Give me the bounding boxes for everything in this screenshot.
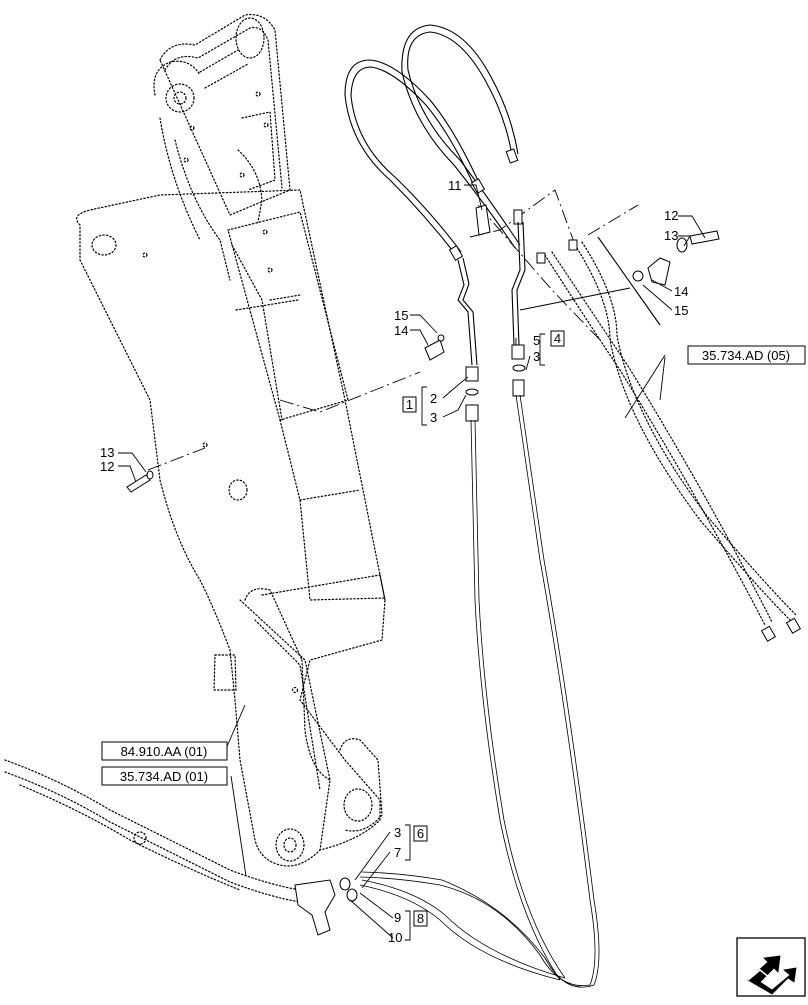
callout-3-right: 3 [533, 349, 540, 364]
callout-13-top-right: 13 [664, 228, 678, 243]
pipe-fitting [465, 404, 479, 422]
clamp [647, 257, 671, 286]
next-page-arrow-icon[interactable] [736, 937, 806, 997]
right-lines [519, 236, 802, 642]
callout-14-top-right: 14 [674, 284, 688, 299]
reference-boxes: 84.910.AA (01) 35.734.AD (01) 35.734.AD … [101, 345, 806, 786]
callout-14-mid: 14 [394, 323, 408, 338]
callout-7: 7 [394, 845, 401, 860]
kit-box-6[interactable] [413, 825, 428, 842]
line-fitting [568, 239, 578, 251]
hydraulic-hoses [344, 24, 600, 988]
nut [632, 270, 644, 282]
ref-box-boom[interactable] [101, 741, 228, 761]
bottom-left-lines [4, 759, 358, 936]
centerlines [147, 189, 639, 471]
adapter [346, 888, 358, 902]
bolt-left [126, 470, 154, 493]
nut [437, 334, 445, 342]
callout-3-bottom: 3 [394, 825, 401, 840]
pipe-fitting [511, 344, 525, 360]
adapter [339, 877, 351, 891]
boom-arm [76, 13, 386, 867]
bolt [126, 474, 151, 493]
washer [146, 470, 154, 480]
o-ring [512, 364, 526, 372]
tee-fitting [294, 879, 336, 936]
callout-12-top-right: 12 [664, 208, 678, 223]
callout-2: 2 [430, 391, 437, 406]
ref-box-lines-right[interactable] [687, 345, 806, 365]
ref-lines-right[interactable]: 35.734.AD (05) [702, 348, 790, 363]
callout-10: 10 [388, 930, 402, 945]
callout-11: 11 [448, 178, 462, 193]
kit-boxes: 1 4 6 8 [402, 330, 565, 927]
hose-fitting [470, 178, 486, 194]
clamp [424, 339, 445, 361]
hose-clamp-block [475, 204, 491, 236]
callout-15-mid: 15 [394, 308, 408, 323]
callout-5: 5 [533, 333, 540, 348]
line-end-fitting [785, 617, 802, 634]
kit-box-1[interactable] [402, 396, 417, 413]
kit-8: 8 [417, 911, 424, 926]
line-fitting [536, 252, 546, 264]
bolt-assembly-top-right [632, 230, 720, 286]
pipe-fitting [512, 379, 525, 397]
ref-box-lines-bottom[interactable] [101, 766, 228, 786]
line-end-fitting [760, 625, 777, 642]
pipe-fitting [465, 366, 479, 382]
hose-fitting [448, 245, 464, 261]
callout-15-top-right: 15 [674, 303, 688, 318]
clamp-assembly-mid [424, 334, 445, 361]
hose-fitting [505, 148, 519, 164]
kit-box-8[interactable] [413, 910, 428, 927]
kit-box-4[interactable] [550, 330, 565, 347]
ref-lines-bottom[interactable]: 35.734.AD (01) [120, 769, 208, 784]
callout-numbers: 12 13 14 15 11 15 14 13 12 5 3 2 3 3 7 9… [100, 178, 688, 945]
callout-12-left: 12 [100, 459, 114, 474]
ref-boom[interactable]: 84.910.AA (01) [121, 744, 208, 759]
o-ring [465, 388, 479, 396]
callout-13-left: 13 [100, 445, 114, 460]
hose-fitting [513, 209, 523, 225]
kit-1: 1 [406, 397, 413, 412]
leader-lines [118, 184, 706, 941]
kit-6: 6 [417, 826, 424, 841]
callout-9: 9 [394, 910, 401, 925]
kit-4: 4 [554, 331, 561, 346]
washer [676, 237, 688, 253]
callout-3-left: 3 [430, 410, 437, 425]
